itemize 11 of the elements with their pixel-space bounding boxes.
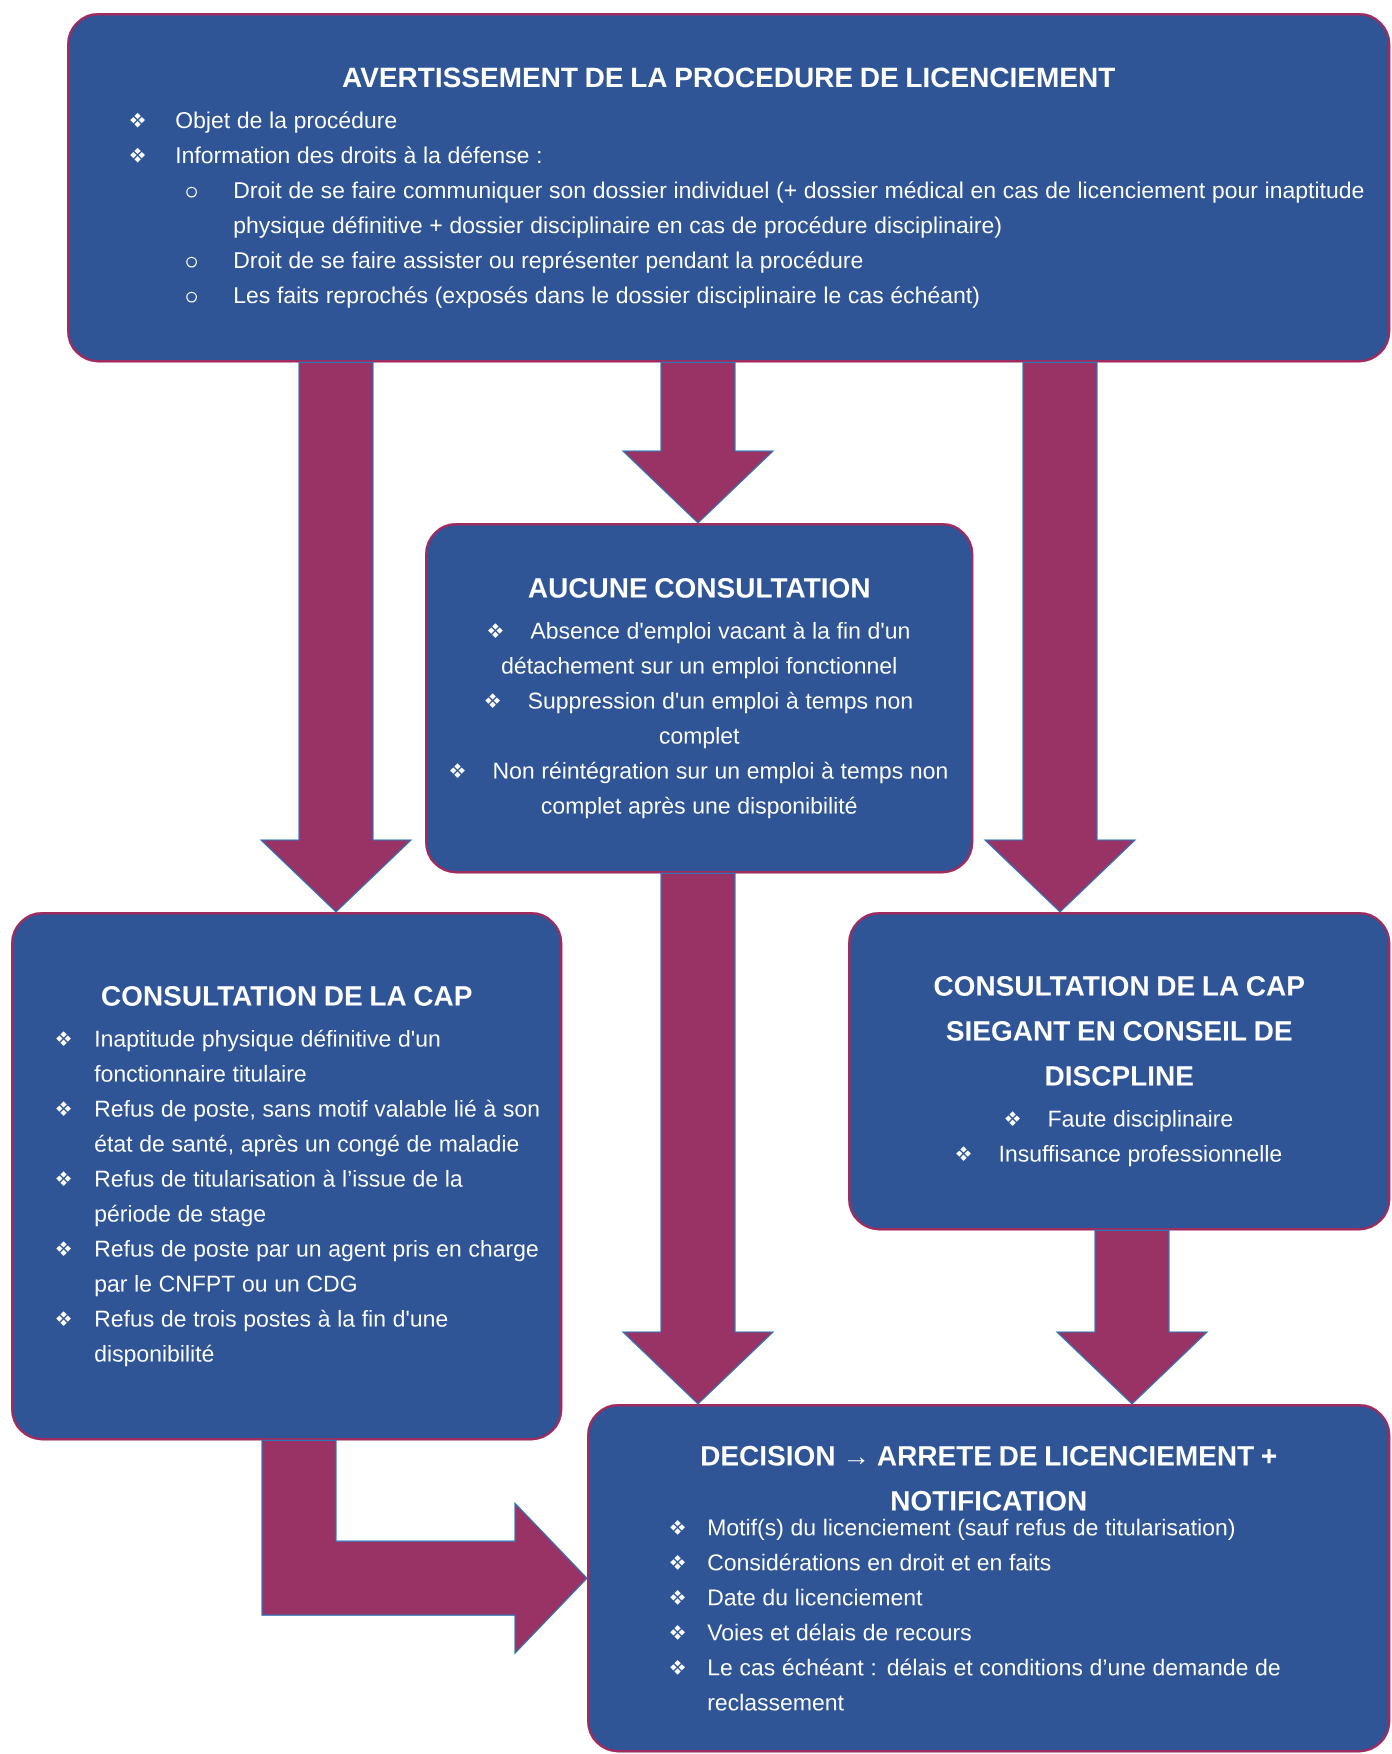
block-arrow <box>259 361 413 913</box>
block-arrow <box>621 361 775 524</box>
block-arrow <box>621 872 775 1405</box>
process-box: AUCUNE CONSULTATION Absence d'emploi vacant à la fin d'un détachement sur un emploi fonctionnel Suppression d'un emploi à temps non complet Non réintégration sur un emploi à temps non complet après une disponibilité <box>425 523 974 874</box>
block-arrow <box>1055 1229 1209 1405</box>
process-box: CONSULTATION DE LA CAP SIEGANT EN CONSEIL DE DISCPLINE Faute disciplinaire Insuffisance professionnelle <box>848 912 1391 1231</box>
block-arrow <box>983 361 1137 913</box>
process-box: CONSULTATION DE LA CAP Inaptitude physique définitive d'un fonctionnaire titulaire Refus de poste, sans motif valable lié à son état de santé, après un congé de maladie Refus de titularisation à l’issue de la période de stage Refus de poste par un agent pris en charge par le CNFPT ou un CDG Refus de trois postes à la fin d'une disponibilité <box>11 912 563 1441</box>
process-box: AVERTISSEMENT DE LA PROCEDURE DE LICENCIEMENT Objet de la procédure Information des droits à la défense : Droit de se faire communiquer son dossier individuel (+ dossier médical en cas de licenciement pour inaptitude physique définitive + dossier disciplinaire en cas de procédure disciplinaire) Droit de se faire assister ou représenter pendant la procédure Les faits reprochés (exposés dans le dossier disciplinaire le cas échéant) <box>67 13 1391 363</box>
block-arrow <box>261 1439 588 1655</box>
process-box: DECISION → ARRETE DE LICENCIEMENT + NOTIFICATION Motif(s) du licenciement (sauf refus de titularisation) Considérations en droit et en faits Date du licenciement Voies et délais de recours Le cas échéant : délais et conditions d’une demande de reclassement <box>587 1404 1391 1753</box>
